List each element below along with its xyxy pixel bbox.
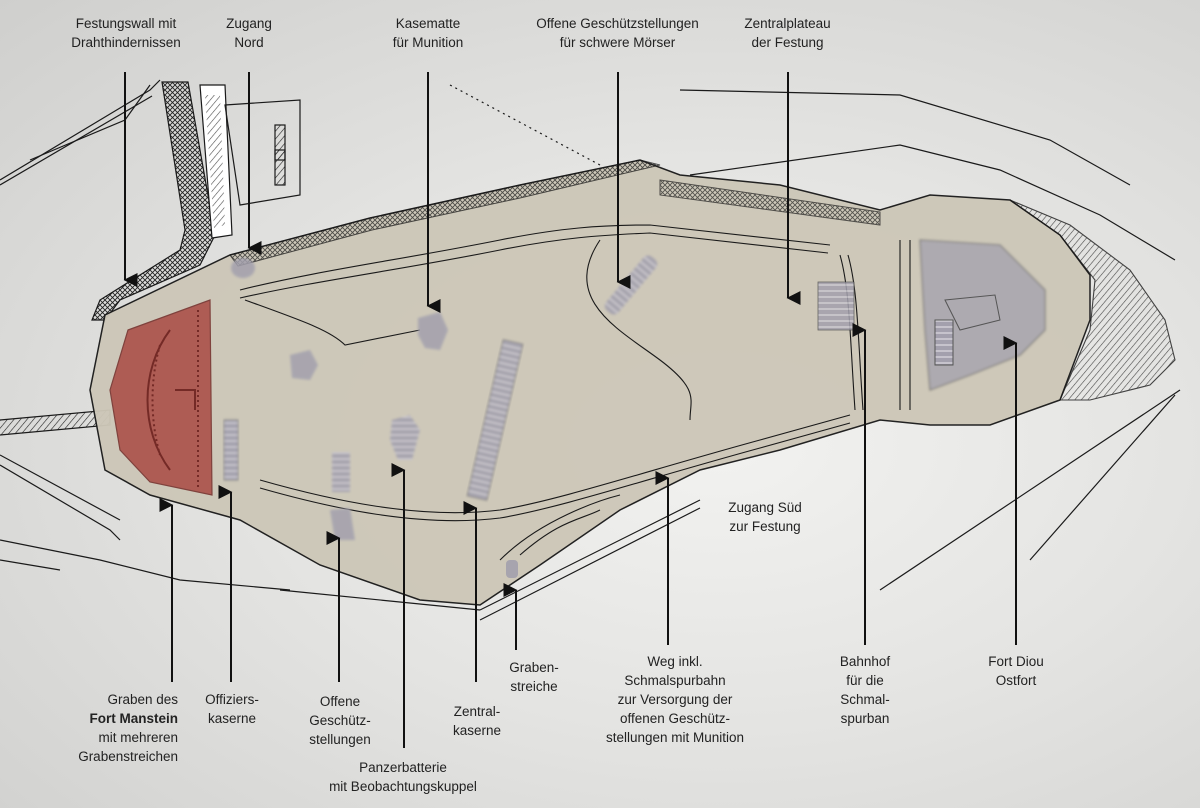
bahnhof-structure <box>817 281 855 331</box>
panzerbatterie-structure <box>390 415 420 460</box>
east-escarpment <box>1009 199 1176 401</box>
label-fort-diou: Fort Diou Ostfort <box>988 654 1044 688</box>
label-offene-geschuetzstellungen: Offene Geschütz- stellungen <box>309 694 371 747</box>
label-moerser-stellungen: Offene Geschützstellungen für schwere Mö… <box>536 16 699 50</box>
label-zentralkaserne: Zentral- kaserne <box>452 704 502 738</box>
label-graben-fort-manstein: Graben des Fort Manstein mit mehreren Gr… <box>78 692 178 764</box>
label-offizierskaserne: Offiziers- kaserne <box>205 692 259 726</box>
label-zugang-sued: Zugang Süd zur Festung <box>728 500 802 534</box>
fort-manstein-ditch <box>109 299 213 496</box>
label-bahnhof: Bahnhof für die Schmal- spurban <box>839 654 891 726</box>
kasematte-structure <box>418 312 448 350</box>
label-grabenstreiche: Graben- streiche <box>509 660 559 694</box>
roads <box>239 224 911 561</box>
label-zugang-nord: Zugang Nord <box>226 16 272 50</box>
label-weg-schmalspurbahn: Weg inkl. Schmalspurbahn zur Versorgung … <box>605 654 745 745</box>
label-kasematte: Kasematte für Munition <box>392 16 464 50</box>
north-rampart <box>229 159 661 267</box>
zentralkaserne-structure <box>466 339 524 501</box>
offene-geschuetzstellungen-structure <box>332 452 350 492</box>
label-festungswall: Festungswall mit Drahthindernissen <box>71 16 181 50</box>
grabenstreiche-structure <box>506 560 518 578</box>
label-panzerbatterie: Panzerbatterie mit Beobachtungskuppel <box>329 760 477 794</box>
zugang-nord-structure <box>231 258 255 278</box>
label-zentralplateau: Zentralplateau der Festung <box>744 16 831 50</box>
moerser-stellungen <box>604 255 658 315</box>
central-plateau <box>89 159 1091 606</box>
geschuetzstellung-west <box>290 350 318 380</box>
fort-manstein-name: Fort Manstein <box>89 711 178 726</box>
annotation-arrows <box>123 72 1018 748</box>
offizierskaserne-structure <box>223 419 239 481</box>
